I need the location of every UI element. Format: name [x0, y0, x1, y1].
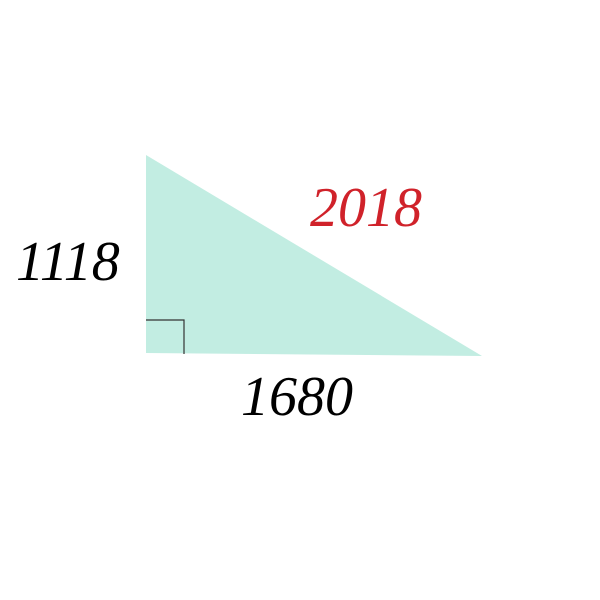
vertical-side-label: 1118 — [16, 231, 120, 293]
horizontal-side-label: 1680 — [241, 366, 353, 428]
right-angle-marker — [146, 319, 185, 354]
hypotenuse-side-label: 2018 — [310, 177, 422, 239]
right-triangle-shape — [146, 155, 482, 356]
